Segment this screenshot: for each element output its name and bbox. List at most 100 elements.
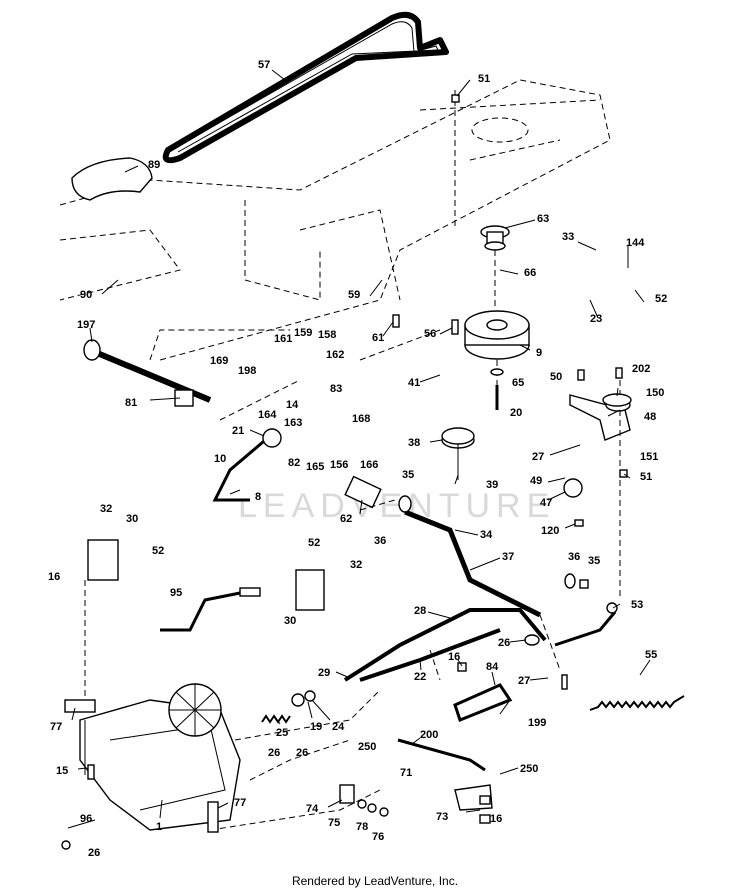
label-76: 76 (372, 831, 384, 843)
label-24: 24 (332, 721, 345, 733)
brake-rod (343, 608, 547, 682)
label-151: 151 (640, 451, 658, 463)
callout-leaders (67, 69, 651, 829)
brake-link (554, 611, 617, 647)
label-29: 29 (318, 667, 330, 679)
label-36: 36 (374, 535, 386, 547)
label-56: 56 (424, 328, 436, 340)
label-200: 200 (420, 729, 438, 741)
label-59: 59 (348, 289, 360, 301)
label-66: 66 (524, 267, 536, 279)
label-14: 14 (286, 399, 299, 411)
idler-pulley (441, 427, 475, 480)
label-62: 62 (340, 513, 352, 525)
label-197: 197 (77, 319, 95, 331)
label-53: 53 (631, 599, 643, 611)
label-162: 162 (326, 349, 344, 361)
label-32: 32 (100, 503, 112, 515)
label-27: 27 (532, 451, 544, 463)
label-19: 19 (310, 721, 322, 733)
clutch-rod (404, 509, 542, 618)
label-52b: 52 (152, 545, 164, 557)
mount-bracket-left (87, 539, 119, 581)
label-168: 168 (352, 413, 370, 425)
label-150: 150 (646, 387, 664, 399)
label-49: 49 (530, 475, 542, 487)
label-120: 120 (541, 525, 559, 537)
label-71: 71 (400, 767, 412, 779)
label-198: 198 (238, 365, 256, 377)
label-38: 38 (408, 437, 420, 449)
label-202: 202 (632, 363, 650, 375)
label-16: 16 (48, 571, 60, 583)
label-81: 81 (125, 397, 137, 409)
electric-clutch (464, 310, 530, 360)
label-89: 89 (148, 159, 160, 171)
label-84: 84 (486, 661, 499, 673)
watermark-text: LEADVENTURE (238, 487, 555, 525)
label-26d: 26 (88, 847, 100, 859)
label-74: 74 (306, 803, 319, 815)
label-161: 161 (274, 333, 292, 345)
label-28: 28 (414, 605, 426, 617)
label-75: 75 (328, 817, 340, 829)
label-35: 35 (402, 469, 414, 481)
label-9: 9 (536, 347, 542, 359)
label-23: 23 (590, 313, 602, 325)
shift-lever (212, 434, 271, 502)
label-32b: 32 (350, 559, 362, 571)
label-26b: 26 (268, 747, 280, 759)
label-48: 48 (644, 411, 656, 423)
label-16b: 16 (448, 651, 460, 663)
label-51: 51 (478, 73, 490, 85)
label-16c: 16 (490, 813, 502, 825)
label-22: 22 (414, 671, 426, 683)
label-65: 65 (512, 377, 524, 389)
label-41: 41 (408, 377, 420, 389)
label-30b: 30 (284, 615, 296, 627)
park-lever (160, 590, 246, 632)
label-10: 10 (214, 453, 226, 465)
callout-labels: 57 51 89 63 33 144 66 90 59 52 23 197 16… (48, 59, 667, 859)
label-96: 96 (80, 813, 92, 825)
label-95: 95 (170, 587, 182, 599)
label-73: 73 (436, 811, 448, 823)
label-77b: 77 (234, 797, 246, 809)
label-33: 33 (562, 231, 574, 243)
label-158: 158 (318, 329, 336, 341)
label-37: 37 (502, 551, 514, 563)
label-163: 163 (284, 417, 302, 429)
hardware (61, 94, 632, 850)
lift-shaft (83, 339, 212, 407)
spring-25 (261, 714, 291, 724)
label-83: 83 (330, 383, 342, 395)
label-35b: 35 (588, 555, 600, 567)
label-90: 90 (80, 289, 92, 301)
frame-outline (59, 79, 611, 361)
assembly-lines (84, 90, 621, 831)
return-spring (589, 695, 685, 711)
label-250b: 250 (520, 763, 538, 775)
label-250: 250 (358, 741, 376, 753)
engine-pulley (480, 225, 510, 251)
label-1: 1 (156, 821, 162, 833)
label-166: 166 (360, 459, 378, 471)
label-36b: 36 (568, 551, 580, 563)
label-25: 25 (276, 727, 288, 739)
label-21: 21 (232, 425, 244, 437)
label-51b: 51 (640, 471, 652, 483)
label-52: 52 (655, 293, 667, 305)
label-52c: 52 (308, 537, 320, 549)
bushing (344, 475, 382, 509)
label-15: 15 (56, 765, 68, 777)
brake-link-71 (397, 738, 486, 772)
label-159: 159 (294, 327, 312, 339)
label-20: 20 (510, 407, 522, 419)
label-78: 78 (356, 821, 368, 833)
lever-knob (262, 428, 282, 448)
label-8: 8 (255, 491, 261, 503)
label-57: 57 (258, 59, 270, 71)
label-50: 50 (550, 371, 562, 383)
label-61: 61 (372, 332, 384, 344)
